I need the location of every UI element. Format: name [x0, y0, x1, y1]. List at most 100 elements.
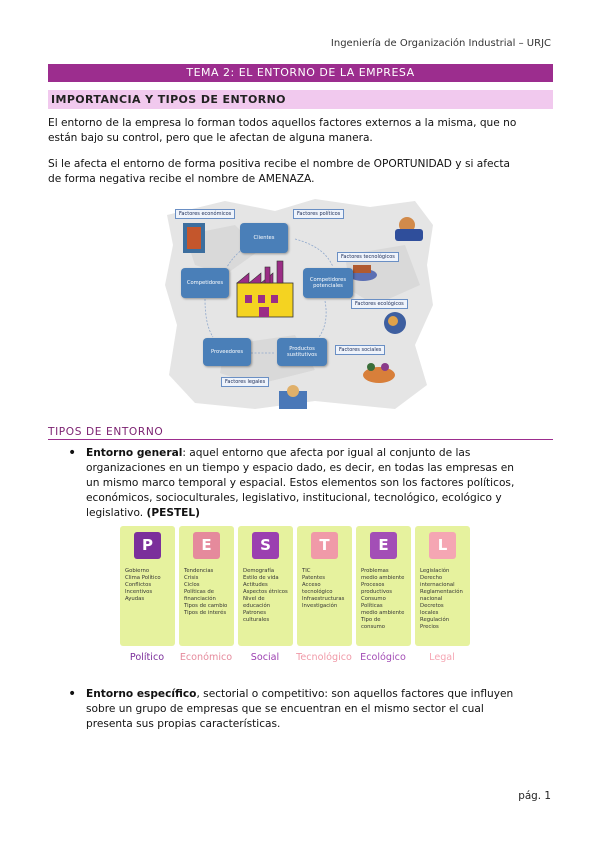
pestel-item: Infraestructuras: [302, 596, 345, 602]
pestel-item: Derecho: [420, 575, 443, 581]
pestel-item: consumo: [361, 624, 386, 630]
pestel-item: medio ambiente: [361, 575, 405, 581]
pestel-item: Patentes: [302, 575, 325, 581]
pestel-item: Ciclos: [184, 582, 200, 588]
factory-icon: [236, 260, 294, 318]
pestel-letter: S: [252, 532, 279, 559]
pestel-name: Ecológico: [360, 652, 406, 663]
intro-line-3: Si le afecta el entorno de forma positiv…: [48, 158, 510, 170]
pestel-item: Precios: [420, 624, 439, 630]
pestel-item: nacional: [420, 596, 443, 602]
label-factores-ecologicos: Factores ecológicos: [351, 299, 408, 309]
pestel-item: internacional: [420, 582, 455, 588]
pestel-letter: L: [429, 532, 456, 559]
label-factores-legales: Factores legales: [221, 377, 270, 387]
intro-line-4: de forma negativa recibe el nombre de AM…: [48, 173, 315, 185]
pestel-letter: E: [370, 532, 397, 559]
pestel-item: Decretos: [420, 603, 444, 609]
label-factores-sociales: Factores sociales: [335, 345, 386, 355]
pestel-letter: E: [193, 532, 220, 559]
pestel-item: Investigación: [302, 603, 338, 609]
pestel-name: Económico: [179, 652, 233, 663]
pestel-item: Demografía: [243, 568, 275, 574]
pestel-name: Político: [129, 652, 165, 663]
pestel-item: Nivel de: [243, 596, 265, 602]
section-heading: IMPORTANCIA Y TIPOS DE ENTORNO: [48, 90, 553, 109]
pestel-item: Legislación: [420, 568, 450, 574]
pestel-item: financiación: [184, 596, 216, 602]
node-competidores: Competidores: [181, 268, 229, 298]
bullet2-line-1: Entorno específico, sectorial o competit…: [86, 688, 514, 700]
chapter-title: TEMA 2: EL ENTORNO DE LA EMPRESA: [48, 64, 553, 82]
node-proveedores: Proveedores: [203, 338, 251, 366]
pestel-item: Tipo de: [361, 617, 381, 623]
node-productos-sustitutivos: Productos sustitutivos: [277, 338, 327, 366]
pestel-item: educación: [243, 603, 271, 609]
pestel-item: Aspectos étnicos: [243, 589, 288, 595]
pestel-item: Tipos de interés: [184, 610, 227, 616]
pestel-letter: P: [134, 532, 161, 559]
pestel-item: Reglamentación: [420, 589, 463, 595]
label-factores-tecnologicos: Factores tecnológicos: [337, 252, 399, 262]
subsection-heading: TIPOS DE ENTORNO: [48, 426, 553, 440]
pestel-item: Clima Político: [125, 575, 161, 581]
pestel-item: TIC: [302, 568, 311, 574]
pestel-item: medio ambiente: [361, 610, 405, 616]
pestel-item: culturales: [243, 617, 270, 623]
bullet2-line-3: presenta sus propias características.: [86, 718, 281, 730]
bullet1-line-5: legislativo. (PESTEL): [86, 507, 201, 519]
bullet1-line-4: económicos, socioculturales, legislativo…: [86, 492, 502, 504]
pestel-item: Conflictos: [125, 582, 152, 588]
page-number: pág. 1: [518, 790, 551, 802]
pestel-item: Tipos de cambio: [184, 603, 228, 609]
pestel-item: Políticas: [361, 603, 383, 609]
pestel-name: Tecnológico: [296, 652, 352, 663]
bullet-icon: •: [68, 686, 77, 702]
bullet-icon: •: [68, 445, 77, 461]
pestel-letter: T: [311, 532, 338, 559]
label-factores-economicos: Factores económicos: [175, 209, 236, 219]
bullet1-line-3: un mismo marco temporal y espacial. Esto…: [86, 477, 515, 489]
pestel-item: Acceso: [302, 582, 321, 588]
pestel-item: locales: [420, 610, 439, 616]
pestel-item: Regulación: [420, 617, 450, 623]
bullet2-line-2: sobre un grupo de empresas que se encuen…: [86, 703, 484, 715]
bullet1-line-2: organizaciones en un tiempo y espacio da…: [86, 462, 515, 474]
intro-line-1: El entorno de la empresa lo forman todos…: [48, 117, 517, 129]
bullet1-term: Entorno general: [86, 447, 183, 459]
pestel-item: productivos: [361, 589, 392, 595]
running-header: Ingeniería de Organización Industrial – …: [330, 38, 551, 49]
pestel-item: Problemas: [361, 568, 389, 574]
bullet2-term: Entorno específico: [86, 688, 197, 700]
pestel-item: Ayudas: [125, 596, 145, 602]
pestel-name: Legal: [429, 652, 455, 663]
pestel-item: Estilo de vida: [243, 575, 279, 581]
pestel-item: tecnológico: [302, 589, 333, 595]
pestel-item: Consumo: [361, 596, 386, 602]
pestel-item: Actitudes: [243, 582, 268, 588]
pestel-item: Patrones: [243, 610, 266, 616]
pestel-item: Incentivos: [125, 589, 153, 595]
intro-line-2: están bajo su control, pero que le afect…: [48, 132, 373, 144]
environment-diagram: Clientes Competidores Competidores poten…: [165, 195, 435, 411]
pestel-item: Procesos: [361, 582, 385, 588]
bullet1-line-1: Entorno general: aquel entorno que afect…: [86, 447, 471, 459]
node-competidores-potenciales: Competidores potenciales: [303, 268, 353, 298]
pestel-item: Tendencias: [184, 568, 214, 574]
pestel-item: Gobierno: [125, 568, 150, 574]
pestel-item: Políticas de: [184, 589, 214, 595]
node-clientes: Clientes: [240, 223, 288, 253]
pestel-item: Crisis: [184, 575, 199, 581]
